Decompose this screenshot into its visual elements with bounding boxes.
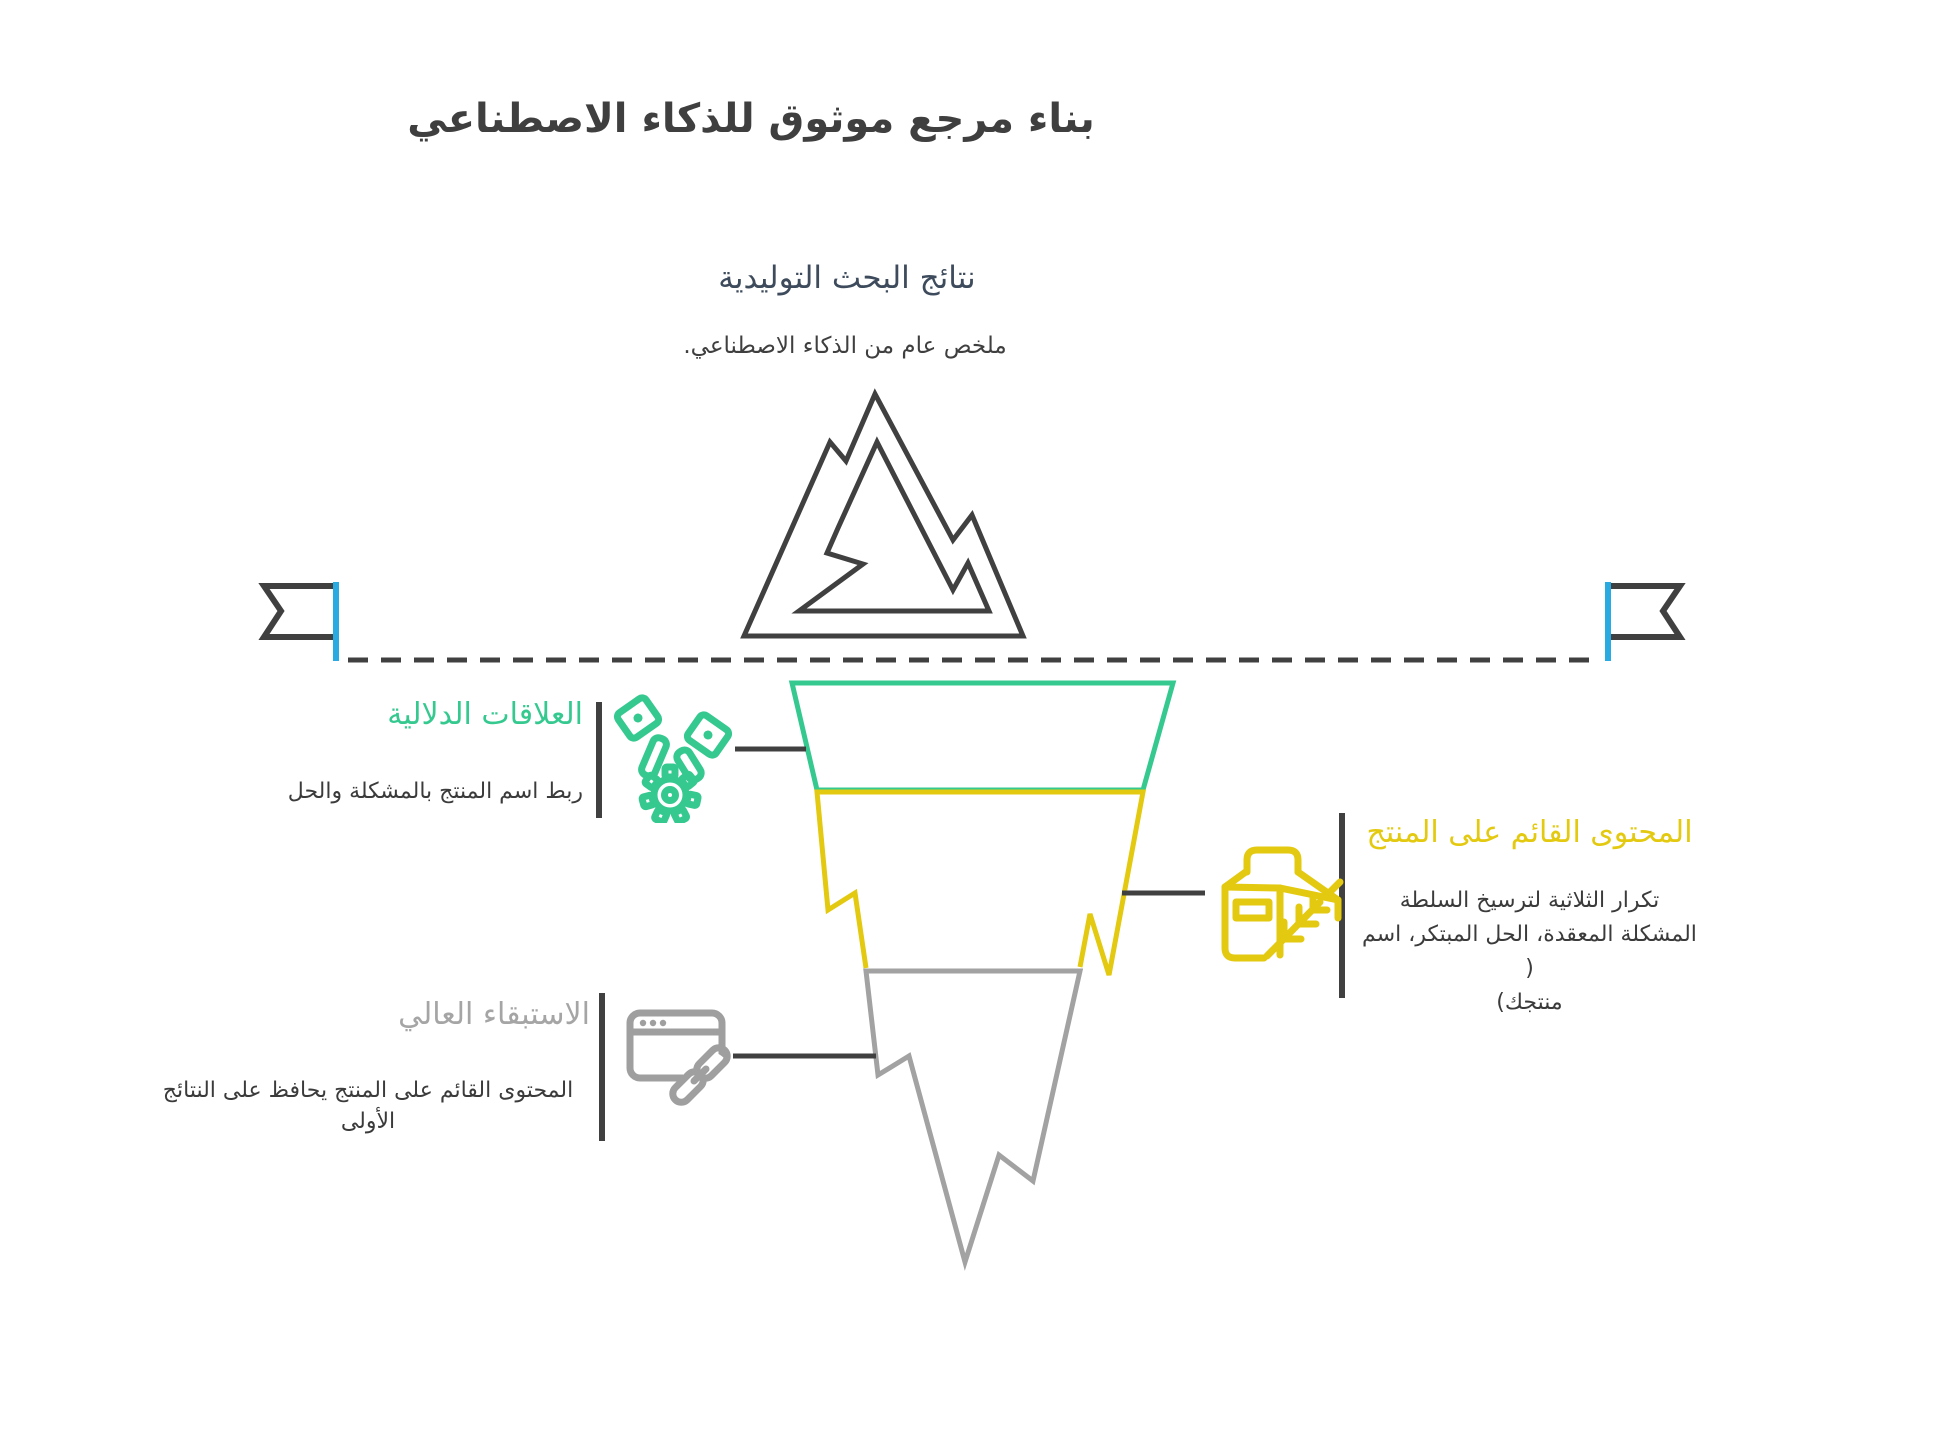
semantic-section-description: ربط اسم المنتج بالمشكلة والحل <box>287 779 583 804</box>
page-title: بناء مرجع موثوق للذكاء الاصطناعي <box>407 96 1095 142</box>
retention-accent-bar <box>599 993 605 1141</box>
surface-subheading: ملخص عام من الذكاء الاصطناعي. <box>683 333 1007 359</box>
left-flag-icon <box>258 582 339 661</box>
product-accent-bar <box>1339 813 1345 998</box>
iceberg-segment-retention <box>863 968 1084 1271</box>
iceberg-mountain-icon <box>740 388 1027 639</box>
browser-link-icon <box>626 1009 731 1106</box>
product-section-heading: المحتوى القائم على المنتج <box>1366 815 1693 850</box>
product-section-description: تكرار الثلاثية لترسيخ السلطة المشكلة الم… <box>1362 888 1697 1015</box>
surface-heading: نتائج البحث التوليدية <box>718 260 976 296</box>
product-carton-icon <box>1221 846 1344 962</box>
mountain-inner-outline <box>791 436 993 614</box>
semantic-accent-bar <box>596 702 602 818</box>
retention-section-description: المحتوى القائم على المنتج يحافظ على النت… <box>162 1078 574 1134</box>
right-flag-banner <box>1608 583 1686 640</box>
retention-section-heading: الاستبقاء العالي <box>398 997 590 1032</box>
iceberg-segment-semantic <box>788 680 1177 793</box>
semantic-section-heading: العلاقات الدلالية <box>387 697 583 732</box>
left-flag-banner <box>258 583 336 640</box>
right-flag-icon <box>1605 582 1686 661</box>
engine-gears-icon <box>613 694 733 823</box>
iceberg-segment-product <box>814 789 1147 976</box>
